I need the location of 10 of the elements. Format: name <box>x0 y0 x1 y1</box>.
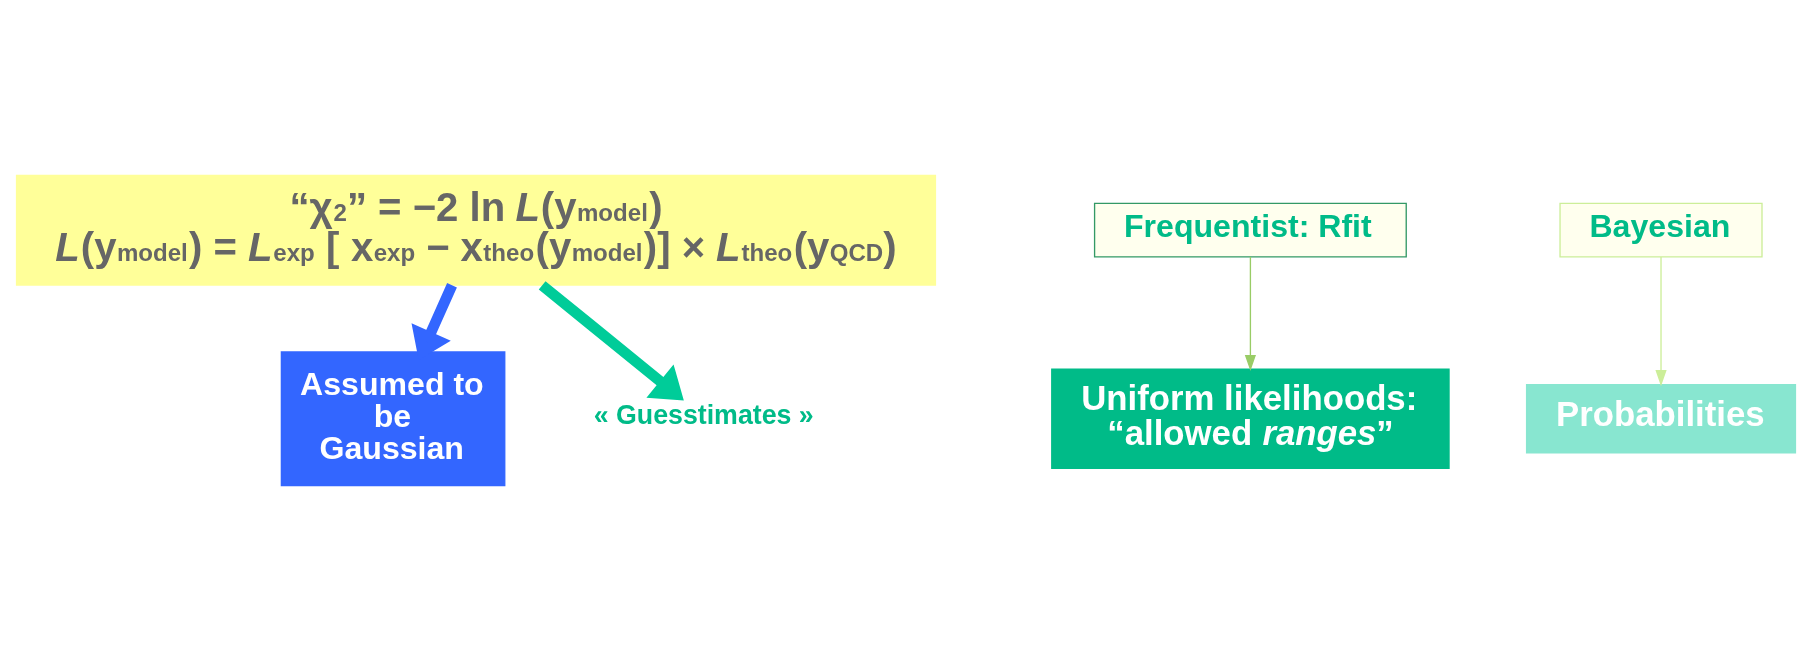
node-box: “χ2” = −2 ln L(ymodel) L(ymodel) = Lexp [ xexp − xtheo(ymodel)] × Ltheo(yQCD) <box>15 174 936 286</box>
node-text: « Guesstimates » <box>593 400 814 431</box>
arrow <box>538 281 684 401</box>
node-box: Assumed to be Gaussian <box>280 351 505 487</box>
node-box: Bayesian <box>1558 202 1763 258</box>
node-box: Uniform likelihoods: “allowed ranges” <box>1050 368 1450 469</box>
node-box: Frequentist: Rfit <box>1093 202 1407 258</box>
arrow <box>1654 256 1667 387</box>
arrow <box>1244 256 1256 371</box>
node-box: Probabilities <box>1525 384 1796 454</box>
